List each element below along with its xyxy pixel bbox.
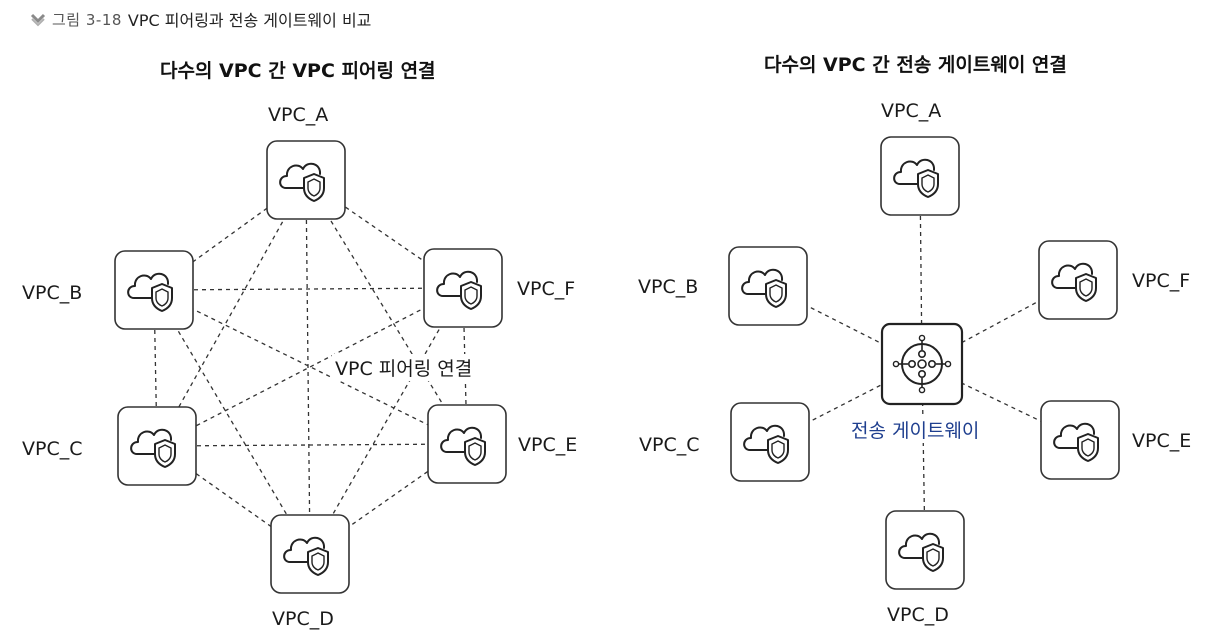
right-panel-title: 다수의 VPC 간 전송 게이트웨이 연결 <box>764 54 1067 76</box>
peering-link-b-d <box>153 289 311 555</box>
shield-icon <box>1077 433 1099 462</box>
shield-icon <box>307 547 329 576</box>
figure-number: 그림 3-18 <box>52 10 122 29</box>
transit-gateway-node <box>880 322 964 406</box>
transit-gateway-label: 전송 게이트웨이 <box>848 416 983 443</box>
right-vpc-label-e: VPC_E <box>1132 430 1192 452</box>
left-vpc-nodes <box>114 140 507 594</box>
shield-inner-icon <box>307 178 321 197</box>
right-vpc-label-c: VPC_C <box>639 434 700 456</box>
shield-icon <box>917 169 939 198</box>
shield-icon <box>767 435 789 464</box>
right-vpc-nodes <box>728 136 1120 590</box>
peering-link-f-d <box>309 287 464 555</box>
vpc-cloud-shield-icon <box>440 426 486 466</box>
peering-connection-label: VPC 피어링 연결 <box>332 354 476 381</box>
vpc-cloud-shield-icon <box>743 424 789 464</box>
left-vpc-label-f: VPC_F <box>517 278 576 300</box>
peering-link-b-e <box>153 289 468 445</box>
peering-link-a-c <box>156 179 307 447</box>
peering-link-a-e <box>305 179 468 445</box>
figure-title: VPC 피어링과 전송 게이트웨이 비교 <box>127 11 372 30</box>
left-vpc-node-b <box>114 250 194 330</box>
shield-icon <box>1075 273 1097 302</box>
shield-inner-icon <box>311 552 325 571</box>
right-vpc-label-a: VPC_A <box>881 100 942 122</box>
shield-inner-icon <box>921 174 935 193</box>
transit-gateway-icon <box>892 334 952 394</box>
right-vpc-node-b <box>728 246 808 326</box>
vpc-cloud-shield-icon <box>283 536 329 576</box>
left-panel-title: 다수의 VPC 간 VPC 피어링 연결 <box>160 60 436 82</box>
peering-link-c-e <box>156 443 468 447</box>
vpc-cloud-shield-icon <box>127 272 173 312</box>
vpc-cloud-shield-icon <box>279 162 325 202</box>
left-vpc-label-c: VPC_C <box>22 438 83 460</box>
left-vpc-node-e <box>427 404 507 484</box>
vpc-cloud-shield-icon <box>1053 422 1099 462</box>
shield-inner-icon <box>468 442 482 461</box>
vpc-cloud-shield-icon <box>130 428 176 468</box>
left-vpc-label-e: VPC_E <box>518 434 578 456</box>
left-vpc-node-d <box>270 514 350 594</box>
shield-inner-icon <box>926 548 940 567</box>
chevron-down-icon <box>30 13 46 27</box>
shield-inner-icon <box>464 286 478 305</box>
right-vpc-node-a <box>880 136 960 216</box>
left-vpc-label-a: VPC_A <box>268 104 329 126</box>
vpc-cloud-shield-icon <box>741 268 787 308</box>
right-vpc-node-e <box>1040 400 1120 480</box>
vpc-cloud-shield-icon <box>893 158 939 198</box>
shield-inner-icon <box>158 444 172 463</box>
shield-icon <box>460 281 482 310</box>
shield-inner-icon <box>155 288 169 307</box>
left-vpc-label-b: VPC_B <box>22 282 83 304</box>
left-vpc-label-d: VPC_D <box>272 608 334 630</box>
shield-icon <box>922 543 944 572</box>
right-vpc-node-f <box>1038 240 1118 320</box>
right-vpc-label-f: VPC_F <box>1132 270 1191 292</box>
shield-inner-icon <box>1079 278 1093 297</box>
shield-inner-icon <box>769 284 783 303</box>
left-peering-connections <box>153 179 468 555</box>
shield-icon <box>765 279 787 308</box>
figure-header: 그림 3-18 VPC 피어링과 전송 게이트웨이 비교 <box>30 8 371 30</box>
right-vpc-node-c <box>730 402 810 482</box>
shield-inner-icon <box>771 440 785 459</box>
vpc-cloud-shield-icon <box>436 270 482 310</box>
shield-icon <box>303 173 325 202</box>
peering-link-f-c <box>156 287 464 447</box>
shield-icon <box>154 439 176 468</box>
peering-link-a-d <box>305 179 311 555</box>
vpc-cloud-shield-icon <box>898 532 944 572</box>
shield-icon <box>464 437 486 466</box>
shield-icon <box>151 283 173 312</box>
peering-link-b-f <box>153 287 464 291</box>
left-vpc-node-a <box>266 140 346 220</box>
shield-inner-icon <box>1081 438 1095 457</box>
right-vpc-label-d: VPC_D <box>887 604 949 626</box>
left-vpc-node-c <box>117 406 197 486</box>
right-vpc-label-b: VPC_B <box>638 276 699 298</box>
right-vpc-node-d <box>885 510 965 590</box>
vpc-cloud-shield-icon <box>1051 262 1097 302</box>
left-vpc-node-f <box>423 248 503 328</box>
